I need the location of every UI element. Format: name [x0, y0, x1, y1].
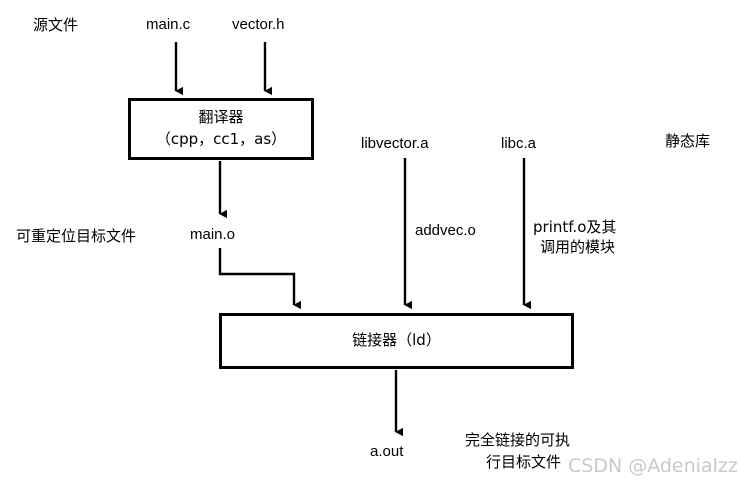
label-executable-object-file-line2: 行目标文件: [486, 453, 562, 471]
label-a-out: a.out: [370, 443, 404, 460]
translator-box-line1: 翻译器: [198, 108, 244, 127]
label-relocatable-object-files: 可重定位目标文件: [16, 227, 137, 245]
label-libc-a: libc.a: [501, 135, 537, 152]
label-source-files: 源文件: [33, 16, 79, 34]
label-main-c: main.c: [146, 16, 191, 33]
linker-box-line1: 链接器（ld）: [352, 331, 441, 350]
label-printf-modules-line2: 调用的模块: [540, 238, 616, 256]
translator-box: 翻译器 （cpp，cc1，as）: [128, 98, 314, 160]
label-executable-object-file-line1: 完全链接的可执: [465, 431, 571, 449]
linker-box: 链接器（ld）: [219, 313, 574, 369]
label-main-o: main.o: [190, 226, 236, 243]
label-vector-h: vector.h: [232, 16, 285, 33]
translator-box-line2: （cpp，cc1，as）: [155, 130, 287, 148]
arrow-main-o-to-linker: [218, 248, 301, 310]
label-libvector-a: libvector.a: [361, 135, 429, 152]
label-addvec-o: addvec.o: [415, 222, 476, 239]
label-printf-modules-line1: printf.o及其: [533, 218, 617, 236]
csdn-watermark: CSDN @Adenialzz: [568, 455, 738, 477]
label-static-libraries: 静态库: [665, 132, 711, 150]
